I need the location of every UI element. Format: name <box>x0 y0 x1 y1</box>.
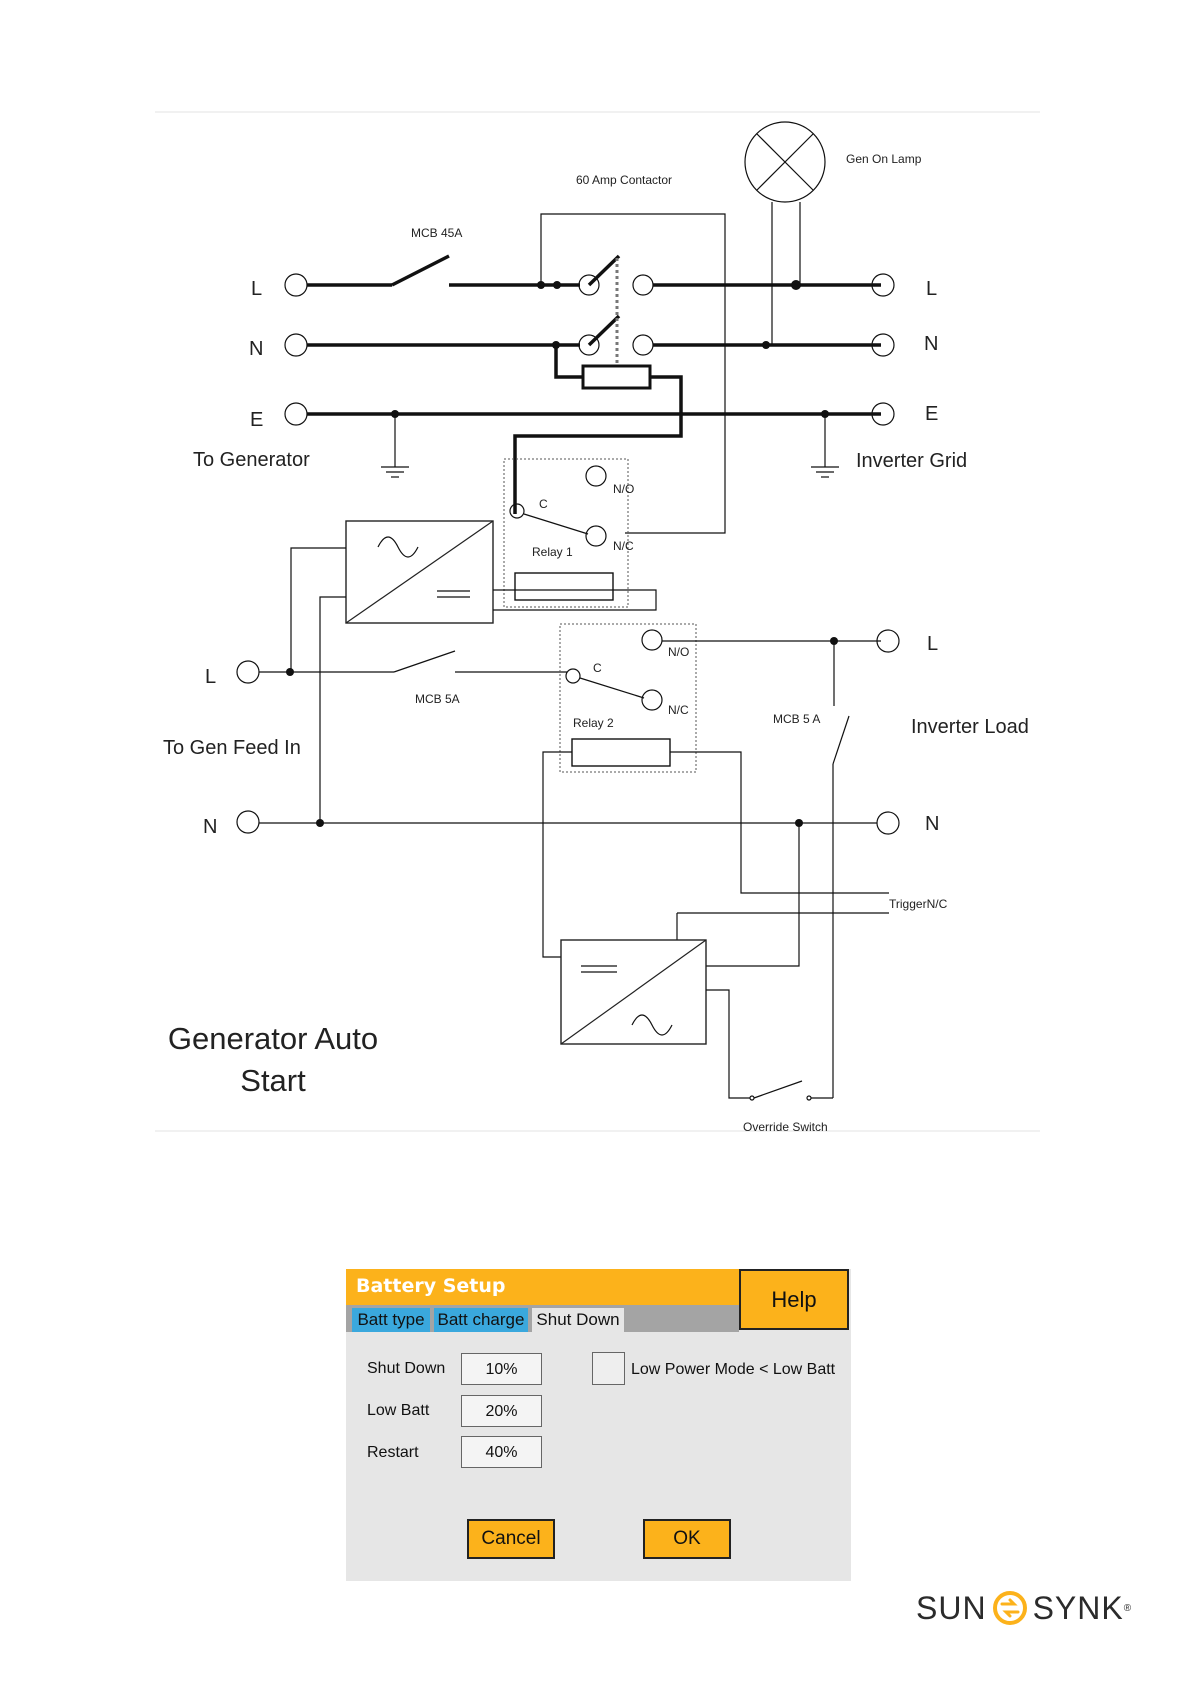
mcb5b-label: MCB 5 A <box>773 712 820 726</box>
low-batt-label: Low Batt <box>367 1402 430 1419</box>
logo-text-right: SYNK <box>1032 1589 1124 1626</box>
gen-n-label: N <box>249 338 263 360</box>
sunsynk-mark-icon <box>992 1591 1027 1625</box>
low-power-mode-label: Low Power Mode < Low Batt <box>631 1361 836 1378</box>
relay1-label: Relay 1 <box>532 545 573 559</box>
gen-on-lamp-icon <box>744 121 826 203</box>
panel-title: Battery Setup <box>356 1275 506 1297</box>
low-power-mode-checkbox[interactable] <box>592 1352 625 1385</box>
diagram-title-line1: Generator Auto <box>168 1021 378 1056</box>
relay1-nc-label: N/C <box>613 539 634 553</box>
to-gen-feed-in-label: To Gen Feed In <box>163 737 301 759</box>
override-switch-label: Override Switch <box>743 1120 828 1134</box>
low-batt-input[interactable]: 20% <box>461 1395 542 1427</box>
gen-l-label: L <box>251 278 262 300</box>
to-generator-label: To Generator <box>193 449 310 471</box>
tab-batt-type[interactable]: Batt type <box>352 1308 430 1332</box>
ok-button[interactable]: OK <box>643 1519 731 1559</box>
shut-down-label: Shut Down <box>367 1360 446 1377</box>
sunsynk-logo: SUN SYNK ® <box>916 1586 1132 1630</box>
gen-on-lamp-label: Gen On Lamp <box>846 152 922 166</box>
contactor-label: 60 Amp Contactor <box>576 173 672 187</box>
restart-label: Restart <box>367 1444 419 1461</box>
grid-e-label: E <box>925 403 938 425</box>
trigger-label: TriggerN/C <box>889 897 948 911</box>
relay2-nc-label: N/C <box>668 703 689 717</box>
relay1-c-label: C <box>539 497 548 511</box>
feed-n-label: N <box>203 816 217 838</box>
load-l-label: L <box>927 633 938 655</box>
tab-shut-down[interactable]: Shut Down <box>532 1308 624 1332</box>
inverter-icon <box>345 520 494 624</box>
logo-registered: ® <box>1123 1602 1133 1614</box>
relay2-label: Relay 2 <box>573 716 614 730</box>
shut-down-input[interactable]: 10% <box>461 1353 542 1385</box>
mcb5-label: MCB 5A <box>415 692 460 706</box>
tab-batt-charge[interactable]: Batt charge <box>434 1308 528 1332</box>
load-n-label: N <box>925 813 939 835</box>
ground-icon <box>381 414 409 478</box>
relay1-no-label: N/O <box>613 482 634 496</box>
restart-input[interactable]: 40% <box>461 1436 542 1468</box>
diagram-title-line2: Start <box>240 1063 306 1098</box>
inverter-grid-label: Inverter Grid <box>856 450 967 472</box>
grid-l-label: L <box>926 278 937 300</box>
inverter-load-label: Inverter Load <box>911 716 1029 738</box>
logo-text-left: SUN <box>916 1589 987 1626</box>
generator-auto-start-diagram: Gen On Lamp 60 Amp Contactor MCB 45A L N… <box>155 111 1040 1134</box>
grid-n-label: N <box>924 333 938 355</box>
gen-e-label: E <box>250 409 263 431</box>
inverter-icon <box>560 939 707 1045</box>
cancel-button[interactable]: Cancel <box>467 1519 555 1559</box>
mcb45-label: MCB 45A <box>411 226 462 240</box>
relay2-c-label: C <box>593 661 602 675</box>
panel-header: Battery Setup <box>346 1269 739 1305</box>
battery-setup-panel: Battery Setup Batt type Batt charge Shut… <box>346 1269 851 1581</box>
relay2-no-label: N/O <box>668 645 689 659</box>
help-button[interactable]: Help <box>739 1269 849 1330</box>
feed-l-label: L <box>205 666 216 688</box>
ground-icon <box>811 414 839 478</box>
